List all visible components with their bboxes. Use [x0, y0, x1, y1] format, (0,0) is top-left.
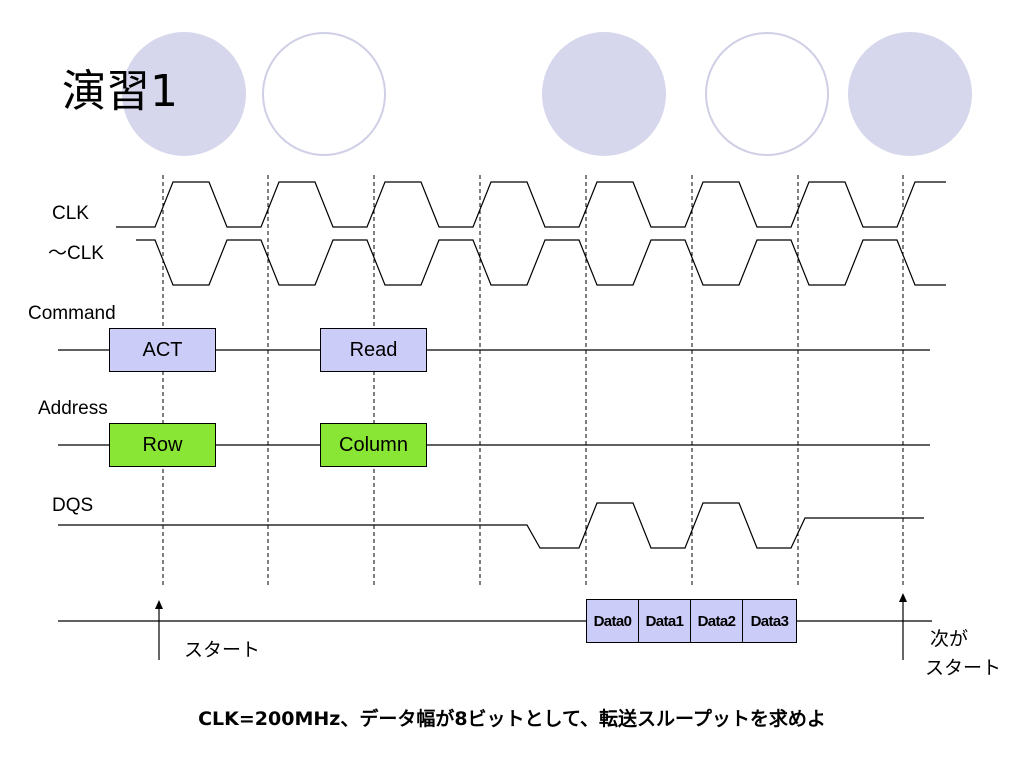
next-start-arrow: [899, 593, 907, 660]
decorative-circle: [542, 32, 666, 156]
decorative-circle: [848, 32, 972, 156]
question-text: CLK=200MHz、データ幅が8ビットとして、転送スループットを求めよ: [198, 708, 826, 730]
data-slot-3: Data3: [742, 599, 797, 643]
start-annotation: スタート: [184, 639, 261, 661]
decorative-circle: [705, 32, 829, 156]
data-slot-1: Data1: [638, 599, 691, 643]
dqs-label: DQS: [52, 495, 94, 516]
decorative-circle: [262, 32, 386, 156]
clk-label: CLK: [52, 203, 89, 224]
clk-waveform: [116, 181, 946, 228]
data-slot-0: Data0: [586, 599, 639, 643]
decorative-circle: [122, 32, 246, 156]
act-command-box: ACT: [109, 328, 216, 372]
dqs-waveform: [58, 502, 924, 549]
read-command-box: Read: [320, 328, 427, 372]
row-address-box: Row: [109, 423, 216, 467]
clock-edge-guides: [162, 175, 904, 585]
next-start-annotation-line2: スタート: [925, 657, 1002, 679]
clk-n-label: ～CLK: [48, 243, 104, 264]
data-slot-2: Data2: [690, 599, 743, 643]
clk-n-waveform: [136, 239, 946, 286]
start-arrow: [155, 600, 163, 660]
slide-title: 演習1: [62, 66, 178, 117]
address-label: Address: [38, 398, 108, 419]
command-label: Command: [28, 303, 116, 324]
column-address-box: Column: [320, 423, 427, 467]
next-start-annotation-line1: 次が: [930, 628, 969, 650]
